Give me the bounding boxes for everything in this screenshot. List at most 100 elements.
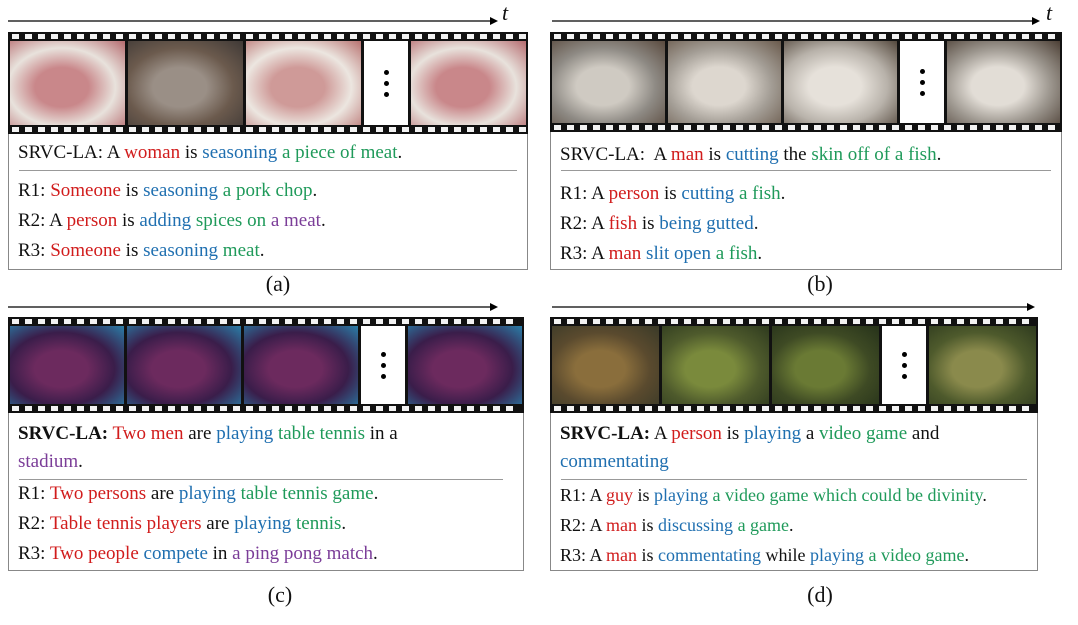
caption-phrase: are: [183, 423, 217, 444]
panel-label: (d): [807, 582, 833, 607]
caption-phrase: person: [608, 183, 660, 204]
caption-phrase: R1:: [18, 483, 50, 504]
video-frame: [662, 326, 769, 404]
ellipsis-icon: [361, 326, 405, 404]
caption-phrase: guy: [606, 485, 634, 505]
video-frame: [772, 326, 879, 404]
caption-phrase: .: [341, 513, 347, 534]
caption-phrase: person: [66, 210, 118, 231]
caption-phrase: are: [201, 513, 235, 534]
caption-phrase: Two people: [49, 543, 139, 564]
caption-phrase: Someone: [50, 240, 121, 261]
film-perforations: [8, 32, 528, 41]
caption-phrase: .: [259, 240, 265, 261]
caption-phrase: R3:: [18, 543, 50, 564]
video-frame: [552, 41, 665, 123]
video-frame: [929, 326, 1036, 404]
caption-phrase: a video game which could be divinity: [708, 485, 983, 505]
film-perforations: [550, 123, 1062, 132]
reference-1: R1: Two persons are playing table tennis…: [18, 483, 378, 505]
caption-phrase: while: [761, 545, 811, 565]
caption-phrase: a fish: [734, 183, 781, 204]
film-perforations: [8, 125, 528, 134]
caption-phrase: SRVC-LA: A: [560, 144, 671, 165]
caption-phrase: seasoning: [202, 142, 278, 163]
caption-phrase: Two persons: [49, 483, 147, 504]
caption-phrase: table tennis game: [235, 483, 374, 504]
caption-phrase: is: [633, 485, 655, 505]
video-frame: [127, 326, 241, 404]
caption-phrase: .: [312, 180, 318, 201]
caption-phrase: .: [320, 210, 326, 231]
panel-a: t SRVC-LA: A woman is seasoning a piece …: [8, 0, 528, 298]
reference-2: R2: Table tennis players are playing ten…: [18, 513, 346, 535]
caption-phrase: Two men: [108, 423, 184, 444]
video-frame: [10, 326, 124, 404]
film-perforations: [550, 317, 1038, 326]
caption-phrase: is: [120, 240, 144, 261]
divider: [561, 479, 1027, 480]
caption-phrase: stadium: [18, 451, 79, 472]
caption-box: [550, 132, 1062, 270]
srvc-caption: SRVC-LA: A man is cutting the skin off o…: [560, 144, 941, 166]
reference-3: R3: A man slit open a fish.: [560, 243, 762, 265]
caption-phrase: playing: [810, 545, 865, 565]
caption-box: [8, 134, 528, 270]
caption-phrase: R2: A: [560, 213, 609, 234]
caption-phrase: R2: A: [18, 210, 67, 231]
panel-label: (b): [807, 271, 833, 296]
video-frame: [246, 41, 361, 125]
caption-phrase: is: [120, 180, 144, 201]
reference-1: R1: A person is cutting a fish.: [560, 183, 785, 205]
caption-phrase: a: [801, 423, 820, 444]
caption-phrase: woman: [124, 142, 181, 163]
caption-prefix: SRVC-LA:: [560, 423, 651, 444]
caption-phrase: R3: A: [560, 243, 609, 264]
caption-phrase: .: [78, 451, 83, 472]
panel-b: t SRVC-LA: A man is cutting the skin off…: [550, 0, 1070, 298]
time-axis: [550, 300, 1035, 314]
caption-phrase: fish: [608, 213, 638, 234]
time-arrow-icon: [8, 17, 498, 25]
caption-phrase: is: [117, 210, 140, 231]
time-arrow-icon: [8, 303, 498, 311]
srvc-caption-continued: stadium.: [18, 451, 83, 473]
reference-2: R2: A man is discussing a game.: [560, 514, 794, 536]
caption-phrase: R3: A: [560, 545, 607, 565]
caption-phrase: cutting: [681, 183, 735, 204]
film-perforations: [8, 317, 524, 326]
ellipsis-icon: [900, 41, 944, 123]
caption-phrase: .: [780, 183, 786, 204]
video-frame: [947, 41, 1060, 123]
caption-phrase: in a: [365, 423, 398, 444]
video-frames: [8, 326, 524, 404]
caption-phrase: R1:: [18, 180, 51, 201]
caption-phrase: is: [659, 183, 682, 204]
reference-1: R1: Someone is seasoning a pork chop.: [18, 180, 317, 202]
video-frames: [8, 41, 528, 125]
film-strip: [550, 317, 1038, 413]
caption-phrase: .: [757, 243, 763, 264]
caption-phrase: tennis: [291, 513, 342, 534]
divider: [19, 479, 503, 480]
video-frame: [552, 326, 659, 404]
time-label: t: [502, 0, 509, 25]
film-strip: [8, 317, 524, 413]
caption-phrase: compete: [138, 543, 208, 564]
film-strip: [8, 32, 528, 134]
video-frame: [784, 41, 897, 123]
caption-phrase: and: [907, 423, 940, 444]
caption-phrase: R2: A: [560, 515, 607, 535]
caption-phrase: A: [650, 423, 672, 444]
caption-phrase: man: [606, 515, 638, 535]
caption-phrase: commentating: [560, 451, 669, 472]
caption-prefix: SRVC-LA:: [18, 423, 109, 444]
video-frame: [128, 41, 243, 125]
caption-box: [8, 413, 524, 571]
panel-label: (c): [267, 582, 293, 607]
time-arrow-icon: [552, 303, 1035, 311]
srvc-caption-continued: commentating: [560, 451, 669, 473]
film-strip: [550, 32, 1062, 132]
caption-phrase: .: [789, 515, 794, 535]
video-frames: [550, 41, 1062, 123]
